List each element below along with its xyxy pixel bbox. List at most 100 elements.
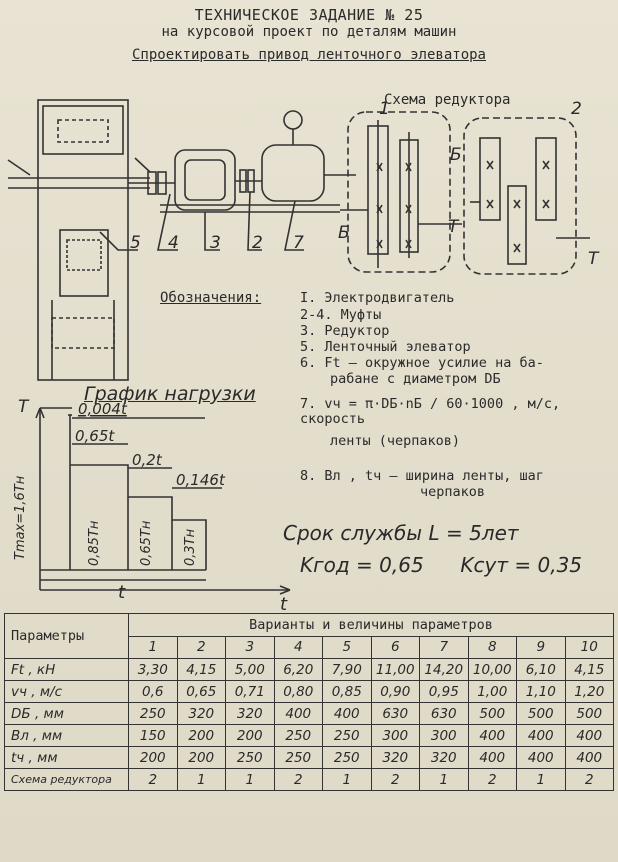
param-value: 300 [370,724,420,747]
step-level-3: 0,65Tн [139,520,154,566]
param-value: 200 [176,746,226,769]
param-name: Схема редуктора [4,768,129,791]
param-value: 1 [516,768,566,791]
variant-number: 10 [564,635,614,659]
legend-item-3: 3. Редуктор [300,323,390,339]
param-value: 0,65 [176,680,226,703]
param-value: 500 [516,702,566,725]
scheme-label-t-1: Т [448,217,460,237]
document-title: ТЕХНИЧЕСКОЕ ЗАДАНИЕ № 25 [194,6,424,24]
part-label-4: 4 [168,233,179,253]
param-value: 250 [322,724,372,747]
variants-header: Варианты и величины параметров [128,613,614,637]
param-value: 1 [225,768,275,791]
param-value: 200 [225,724,275,747]
param-value: 630 [419,702,469,725]
param-value: 400 [322,702,372,725]
param-value: 250 [273,724,323,747]
param-value: 320 [176,702,226,725]
elevator-frame [37,99,129,381]
param-value: 150 [128,724,178,747]
step-time-4: 0,146t [176,471,226,489]
param-value: 5,00 [225,658,275,681]
load-coefficients: Kгод = 0,65 Kсут = 0,35 [300,553,582,577]
variant-number: 2 [176,635,226,659]
param-value: 1,20 [564,680,614,703]
param-value: 300 [419,724,469,747]
part-label-2: 2 [252,233,263,253]
param-value: 0,71 [225,680,275,703]
param-value: 10,00 [467,658,517,681]
param-value: 250 [225,746,275,769]
document-subtitle: на курсовой проект по деталям машин [161,24,457,40]
param-value: 400 [467,724,517,747]
legend-item-1: I. Электродвигатель [300,290,455,306]
param-value: 0,95 [419,680,469,703]
param-value: 400 [564,746,614,769]
param-value: 2 [370,768,420,791]
scheme-label-1: 1 [379,99,390,119]
variant-number: 5 [322,635,372,659]
part-label-5: 5 [130,233,141,253]
param-value: 0,90 [370,680,420,703]
legend-heading: Обозначения: [160,290,262,306]
param-value: 1,00 [467,680,517,703]
param-value: 6,20 [273,658,323,681]
step-level-2: 0,85Tн [87,520,102,566]
param-value: 2 [128,768,178,791]
param-name: DБ , мм [4,702,129,725]
k-day: Kсут = 0,35 [460,553,583,577]
param-value: 4,15 [564,658,614,681]
variant-number: 4 [273,635,323,659]
legend-item-5-cont: рабане с диаметром DБ [330,371,501,387]
legend-item-6-cont: ленты (черпаков) [330,433,461,449]
param-value: 500 [564,702,614,725]
param-value: 2 [467,768,517,791]
param-value: 250 [273,746,323,769]
legend-item-5: 6. Ft – окружное усилие на ба- [300,355,544,371]
part-label-3: 3 [210,233,221,253]
load-graph-title: График нагрузки [84,383,256,405]
step-time-3: 0,2t [132,451,163,469]
param-value: 250 [322,746,372,769]
part-label-7: 7 [293,233,304,253]
variant-number: 8 [467,635,517,659]
legend-item-4: 5. Ленточный элеватор [300,339,471,355]
param-value: 320 [419,746,469,769]
scheme-label-2: 2 [571,99,582,119]
param-value: 500 [467,702,517,725]
param-name: vч , м/с [4,680,129,703]
param-value: 630 [370,702,420,725]
graph-x-axis: t [280,594,288,615]
legend-item-7: 8. Bл , tч – ширина ленты, шаг [300,468,544,484]
scheme-label-b-bottom: Б [338,223,350,243]
param-value: 400 [273,702,323,725]
param-value: 4,15 [176,658,226,681]
param-value: 3,30 [128,658,178,681]
param-value: 0,85 [322,680,372,703]
scheme-label-b-top: Б [450,145,462,165]
step-level-4: 0,3Tн [183,528,198,566]
param-value: 14,20 [419,658,469,681]
param-value: 2 [273,768,323,791]
param-value: 1 [176,768,226,791]
drive-scheme-drawing: 1 2 Б Т Б Т 5 4 3 2 7 [7,99,600,381]
variant-number: 3 [225,635,275,659]
param-value: 400 [516,724,566,747]
task-statement: Спроектировать привод ленточного элевато… [131,47,486,63]
param-value: 1,10 [516,680,566,703]
param-value: 1 [419,768,469,791]
param-value: 2 [564,768,614,791]
variant-number: 9 [516,635,566,659]
param-value: 400 [516,746,566,769]
param-value: 200 [176,724,226,747]
graph-y-axis: T [18,397,30,417]
variant-number: 7 [419,635,469,659]
